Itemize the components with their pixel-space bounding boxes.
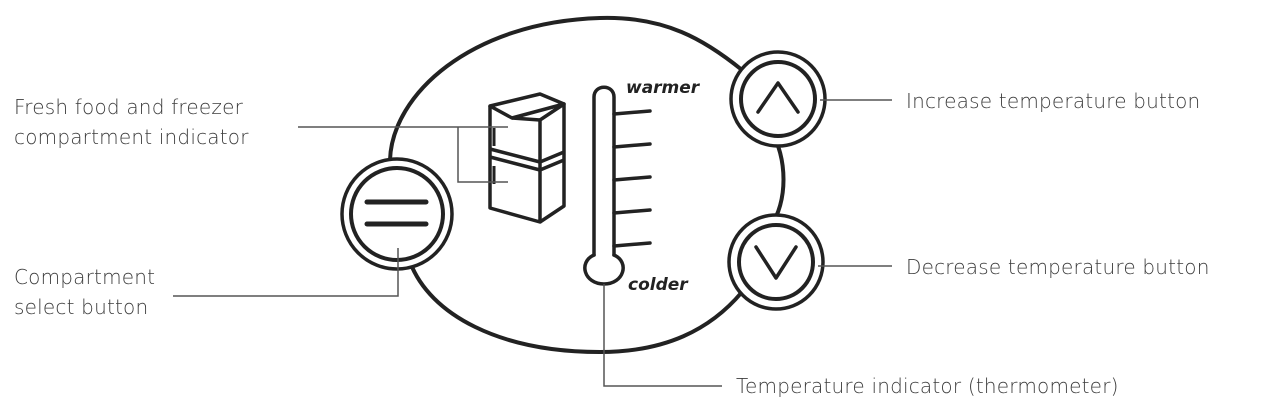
compartment-select-button-label: Compartment select button bbox=[14, 265, 156, 319]
scale-warmer-label: warmer bbox=[626, 78, 701, 98]
compartment-indicator-label: Fresh food and freezer compartment indic… bbox=[14, 95, 249, 149]
leader-compartment-branch bbox=[457, 127, 508, 183]
thermometer-label: Temperature indicator (thermometer) bbox=[736, 374, 1119, 398]
leader-lines bbox=[173, 99, 892, 387]
chevron-up-icon bbox=[756, 81, 800, 114]
double-bar-icon bbox=[364, 199, 429, 227]
leader-thermometer bbox=[603, 284, 722, 387]
chevron-down-icon bbox=[754, 245, 798, 280]
decrease-temperature-label: Decrease temperature button bbox=[906, 255, 1210, 279]
leader-select-button bbox=[173, 248, 399, 297]
compartment-select-button[interactable] bbox=[340, 157, 454, 271]
panel-outline bbox=[388, 15, 786, 355]
increase-temperature-button[interactable] bbox=[729, 50, 827, 148]
scale-colder-label: colder bbox=[628, 275, 689, 295]
thermometer-icon bbox=[583, 85, 652, 286]
decrease-temperature-button[interactable] bbox=[727, 213, 825, 311]
fridge-icon bbox=[488, 92, 566, 224]
increase-temperature-label: Increase temperature button bbox=[906, 89, 1201, 113]
